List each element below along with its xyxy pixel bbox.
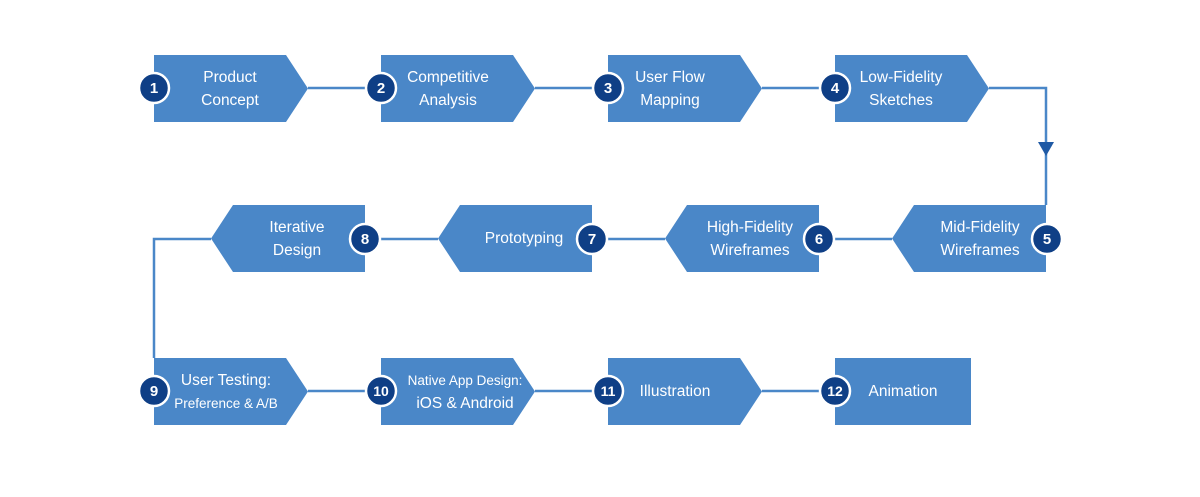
step-box-9 <box>154 358 308 425</box>
step-label-10: Native App Design: iOS & Android <box>390 358 540 425</box>
step-number: 1 <box>149 79 159 97</box>
step-title-line1: Native App Design: <box>407 372 523 388</box>
step-number: 8 <box>360 230 370 248</box>
step-title-line1: Prototyping <box>484 230 564 247</box>
step-box-10 <box>381 358 535 425</box>
down-arrowhead-icon <box>1038 142 1054 156</box>
step-badge-5 <box>1030 222 1064 256</box>
step-badge-9 <box>137 374 171 408</box>
step-number: 2 <box>376 79 386 97</box>
step-badge-11 <box>591 374 625 408</box>
step-title-line1: Iterative <box>269 218 325 236</box>
step-box-11 <box>608 358 762 425</box>
step-box-5 <box>892 205 1046 272</box>
step-title-line1: User Flow <box>635 68 705 86</box>
step-label-12: Animation <box>845 358 961 425</box>
step-number: 3 <box>603 79 613 97</box>
step-box-4 <box>835 55 989 122</box>
step-title-line1: Low-Fidelity <box>859 68 943 86</box>
step-title-line1: Product <box>203 68 257 86</box>
step-badge-6 <box>802 222 836 256</box>
step-badge-8 <box>348 222 382 256</box>
step-badge-3 <box>591 71 625 105</box>
step-box-6 <box>665 205 819 272</box>
step-number: 5 <box>1042 230 1052 248</box>
connector-line-9 <box>152 237 211 358</box>
step-number: 12 <box>827 383 843 399</box>
step-title-line1: High-Fidelity <box>706 218 794 236</box>
step-title-line2: Design <box>272 241 322 259</box>
step-badge-2 <box>364 71 398 105</box>
step-title-line2: iOS & Android <box>416 394 514 412</box>
step-title-line2: Mapping <box>640 91 700 109</box>
step-number: 10 <box>373 383 389 399</box>
step-title-line2: Sketches <box>869 91 933 109</box>
step-label-11: Illustration <box>620 358 730 425</box>
step-label-7: Prototyping <box>466 205 582 272</box>
step-box-1 <box>154 55 308 122</box>
step-title-line1: Competitive <box>407 68 489 86</box>
step-box-7 <box>438 205 592 272</box>
step-title-line2: Preference & A/B <box>174 395 278 411</box>
step-badge-10 <box>364 374 398 408</box>
step-title-line2: Concept <box>201 91 259 109</box>
step-title-line2: Wireframes <box>940 241 1020 259</box>
step-box-8 <box>211 205 365 272</box>
step-box-2 <box>381 55 535 122</box>
step-title-line1: Animation <box>868 383 938 400</box>
step-number: 6 <box>814 230 824 248</box>
step-title-line1: Mid-Fidelity <box>940 218 1020 236</box>
step-badge-12 <box>818 374 852 408</box>
step-label-9: User Testing: Preference & A/B <box>166 358 286 425</box>
step-title-line2: Analysis <box>419 91 477 109</box>
step-number: 9 <box>149 382 159 400</box>
step-number: 7 <box>587 230 597 248</box>
step-badge-7 <box>575 222 609 256</box>
step-number: 4 <box>830 79 840 97</box>
step-badge-1 <box>137 71 171 105</box>
connector-line-4 <box>989 86 1048 150</box>
step-badge-4 <box>818 71 852 105</box>
step-title-line1: Illustration <box>639 383 711 400</box>
step-box-12 <box>835 358 971 425</box>
step-title-line1: User Testing: <box>180 371 272 389</box>
step-box-3 <box>608 55 762 122</box>
step-title-line2: Wireframes <box>710 241 790 259</box>
step-number: 11 <box>600 383 616 399</box>
